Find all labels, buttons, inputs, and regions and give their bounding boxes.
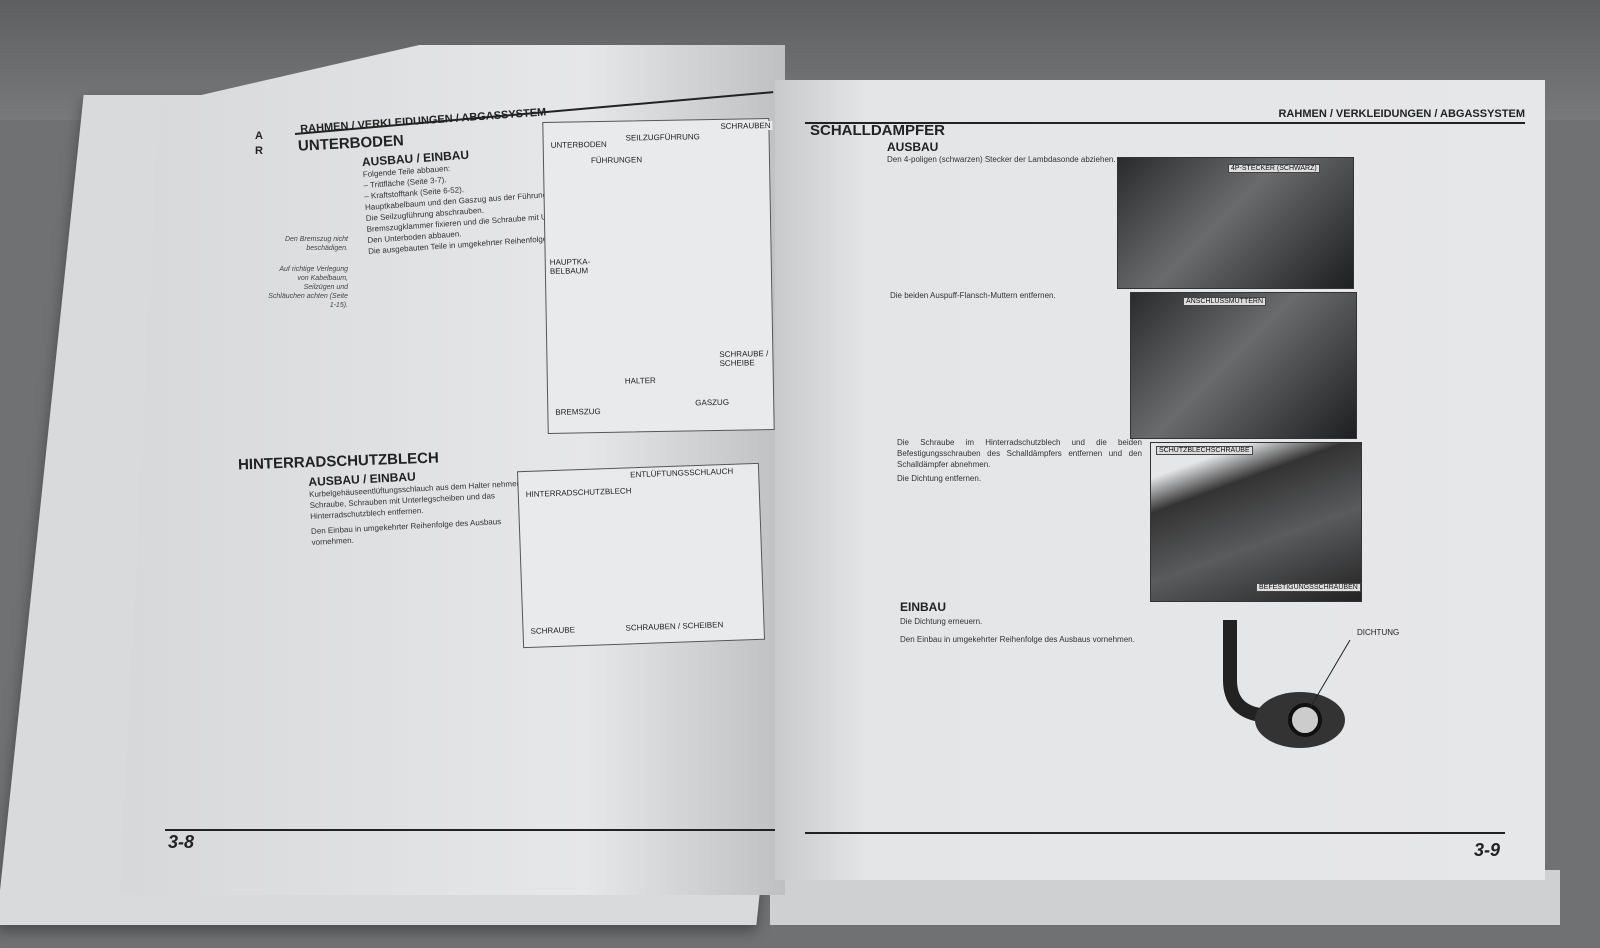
tab-letter: A <box>255 130 263 142</box>
step-text: Die Dichtung entfernen. <box>897 474 982 483</box>
photo-label: 4P-STECKER (SCHWARZ) <box>1228 164 1320 173</box>
muffler-photo: SCHUTZBLECHSCHRAUBE BEFESTIGUNGSSCHRAUBE… <box>1150 442 1362 602</box>
section-title: UNTERBODEN <box>297 132 405 155</box>
section2-body: AUSBAU / EINBAU Kurbelgehäuseentlüftungs… <box>308 464 532 548</box>
side-note: Den Bremszug nicht beschädigen. <box>284 236 348 252</box>
page-number: 3-9 <box>1473 840 1500 860</box>
figure-label: HAUPTKA-BELBAUM <box>547 257 592 276</box>
subtitle: EINBAU <box>900 600 947 614</box>
section-title: SCHALLDÄMPFER <box>810 122 945 139</box>
subtitle: AUSBAU <box>887 140 939 154</box>
figure-label: DICHTUNG <box>1357 628 1400 637</box>
photo-label: ANSCHLUSSMUTTERN <box>1183 297 1267 306</box>
gasket-figure: DICHTUNG <box>1220 620 1399 755</box>
figure-label: SCHRAUBE <box>528 625 578 636</box>
flange-nut-photo: ANSCHLUSSMUTTERN <box>1130 292 1357 439</box>
header-rule <box>805 122 1525 124</box>
step-text: Den 4-poligen (schwarzen) Stecker der La… <box>887 155 1116 164</box>
figure-label: BREMSZUG <box>553 406 603 417</box>
figure-label: SCHRAUBEN <box>718 120 773 131</box>
figure-label: ENTLÜFTUNGSSCHLAUCH <box>628 466 736 480</box>
underfloor-figure: UNTERBODEN SEILZUGFÜHRUNG SCHRAUBEN FÜHR… <box>542 118 775 434</box>
step-text: Die Schraube im Hinterradschutzblech und… <box>897 438 1142 469</box>
step-text: Die Dichtung erneuern. <box>900 617 983 626</box>
footer-rule <box>805 832 1505 834</box>
figure-label: HALTER <box>622 376 658 386</box>
figure-label: SCHRAUBEN / SCHEIBEN <box>623 620 726 633</box>
figure-label: UNTERBODEN <box>548 139 609 150</box>
photo-label: BEFESTIGUNGSSCHRAUBEN <box>1256 583 1361 592</box>
photo-label: SCHUTZBLECHSCHRAUBE <box>1156 446 1253 455</box>
page-number: 3-8 <box>168 832 195 852</box>
figure-label: SCHRAUBE / SCHEIBE <box>717 349 772 368</box>
fender-figure: ENTLÜFTUNGSSCHLAUCH HINTERRADSCHUTZBLECH… <box>516 462 766 649</box>
figure-label: GASZUG <box>693 397 732 408</box>
side-note: Auf richtige Verlegung von Kabelbaum, Se… <box>268 266 348 309</box>
tab-letter: R <box>255 145 263 157</box>
exhaust-pipe-gasket-icon <box>1223 620 1351 748</box>
figure-label: FÜHRUNGEN <box>588 155 645 166</box>
left-page: RAHMEN / VERKLEIDUNGEN / ABGASSYSTEM A R… <box>120 45 785 895</box>
figure-label: HINTERRADSCHUTZBLECH <box>523 486 634 500</box>
step-text: Die beiden Auspuff-Flansch-Muttern entfe… <box>890 291 1056 300</box>
step-text: Den Einbau in umgekehrter Reihenfolge de… <box>900 635 1135 644</box>
right-page: RAHMEN / VERKLEIDUNGEN / ABGASSYSTEM SCH… <box>775 80 1545 880</box>
connector-photo: 4P-STECKER (SCHWARZ) <box>1117 157 1354 289</box>
footer-rule <box>165 829 775 831</box>
page-header: RAHMEN / VERKLEIDUNGEN / ABGASSYSTEM <box>1278 108 1525 120</box>
figure-label: SEILZUGFÜHRUNG <box>623 132 702 143</box>
